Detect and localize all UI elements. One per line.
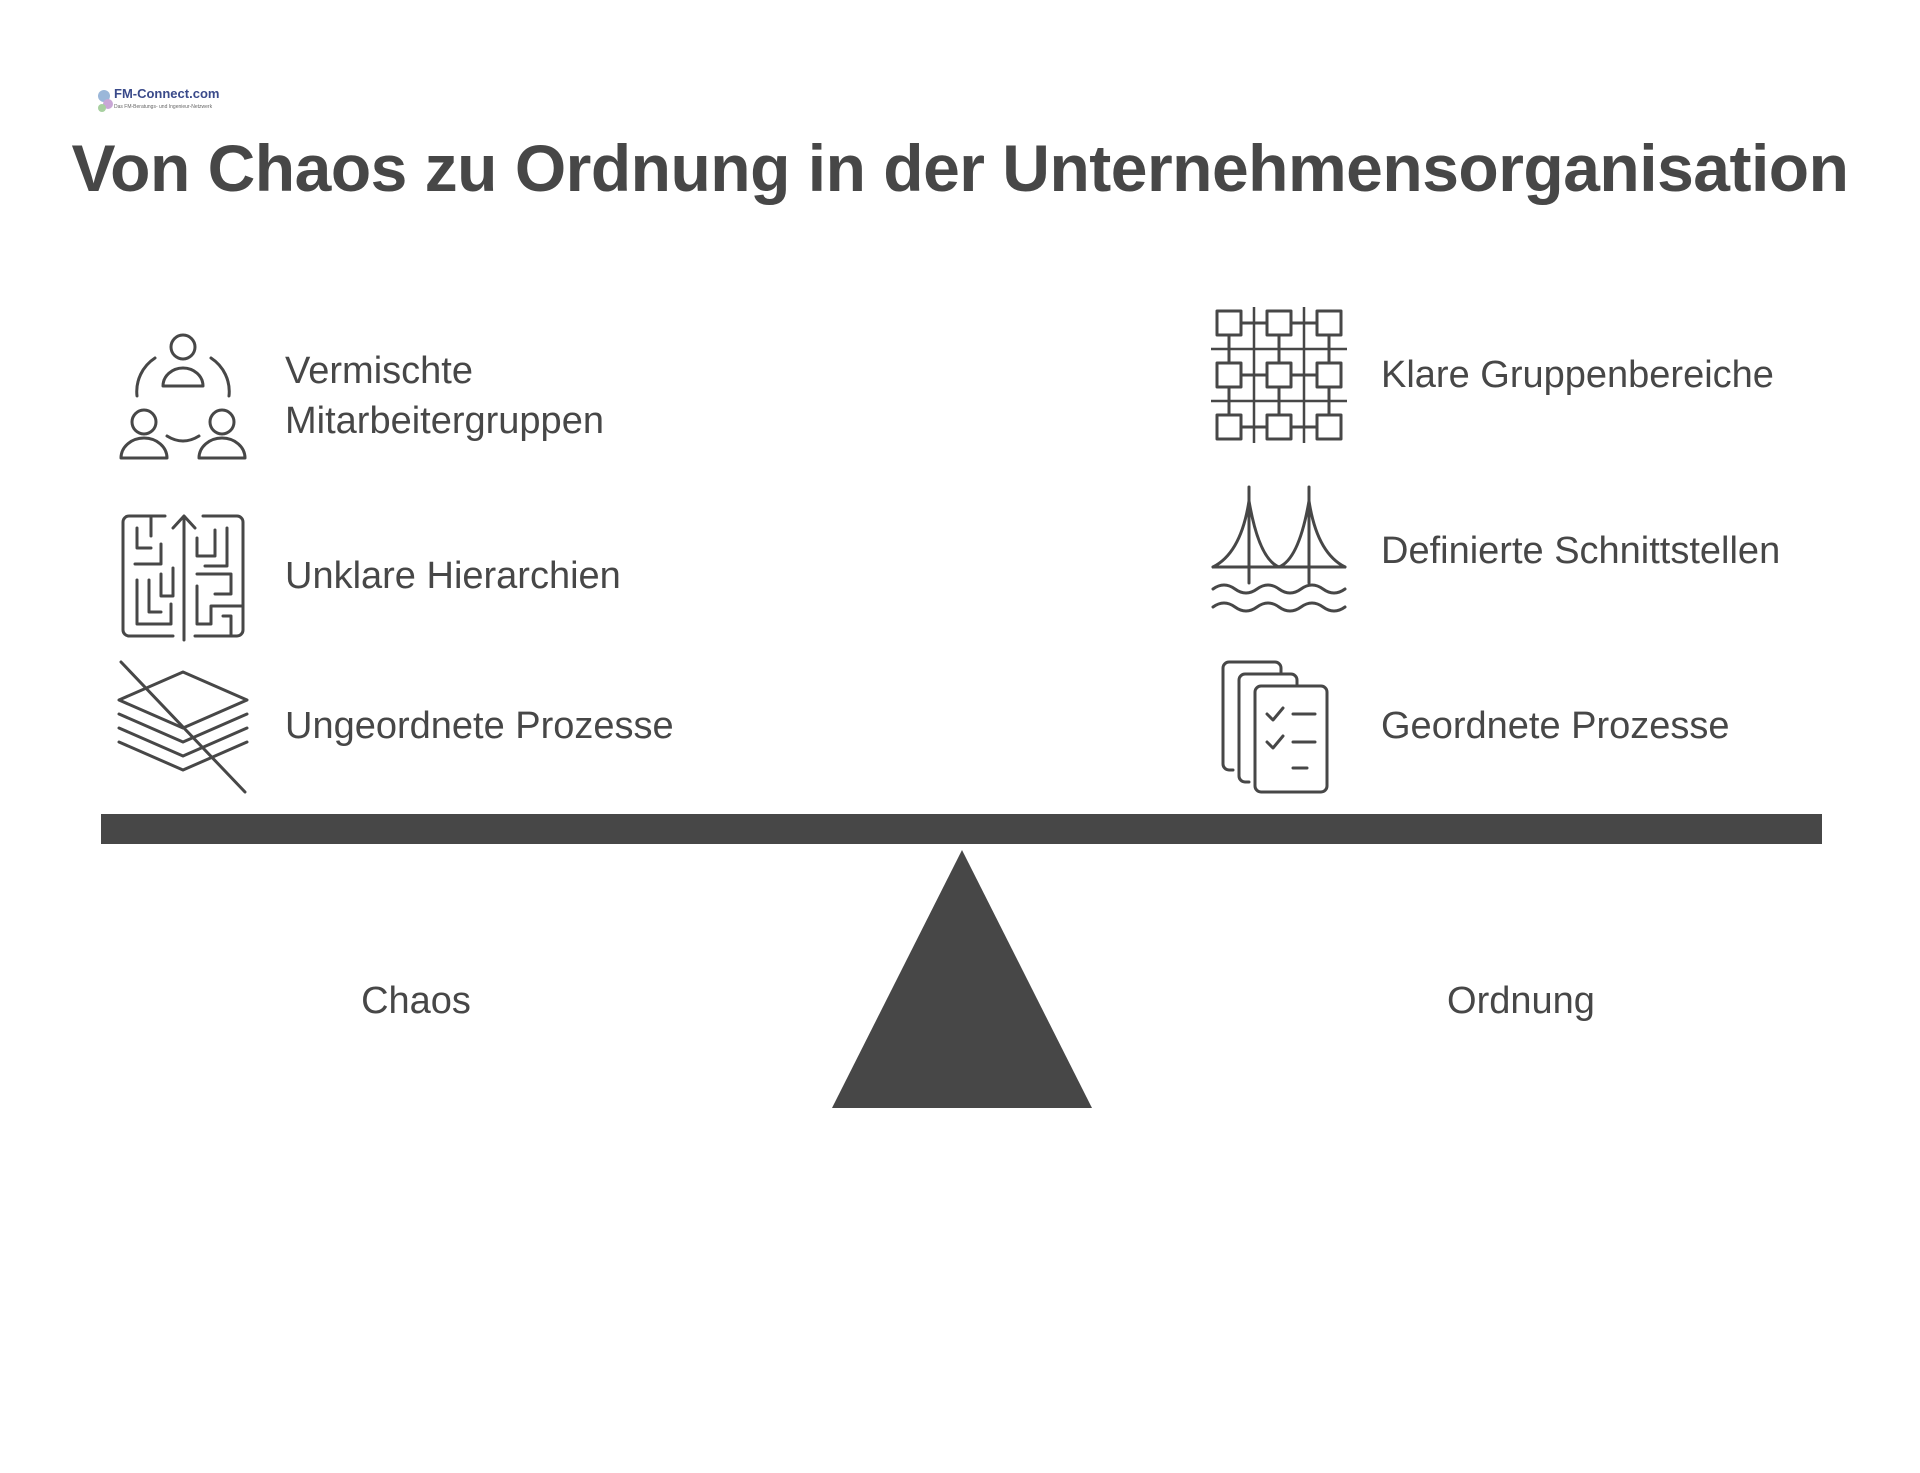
grid-icon [1211,307,1347,443]
people-group-icon [115,328,251,464]
right-item-defined-interfaces: Definierte Schnittstellen [1211,483,1821,619]
logo-tagline: Das FM-Beratungs- und Ingenieur-Netzwerk [114,104,213,110]
right-item-label: Geordnete Prozesse [1381,705,1730,747]
left-item-unordered-processes: Ungeordnete Prozesse [115,658,725,794]
logo-splash-icon [98,90,113,112]
left-item-unclear-hierarchies: Unklare Hierarchien [115,508,725,644]
left-item-label: Unklare Hierarchien [285,555,621,597]
page-title: Von Chaos zu Ordnung in der Unternehmens… [71,131,1849,205]
right-item-ordered-processes: Geordnete Prozesse [1211,658,1821,794]
left-item-mixed-groups: Vermischte Mitarbeitergruppen [115,328,725,464]
right-item-clear-groups: Klare Gruppenbereiche [1211,307,1821,443]
left-item-label: Vermischte Mitarbeitergruppen [285,350,604,442]
maze-icon [115,508,251,644]
right-item-label: Klare Gruppenbereiche [1381,354,1774,396]
logo-text: FM-Connect.com [114,86,220,101]
logo: FM-Connect.com Das FM-Beratungs- und Ing… [96,82,219,122]
order-label: Ordnung [1447,980,1595,1022]
crossed-layers-icon [115,658,251,794]
chaos-label: Chaos [361,980,471,1022]
right-item-label: Definierte Schnittstellen [1381,530,1781,572]
balance-beam [101,814,1822,844]
left-item-label: Ungeordnete Prozesse [285,705,674,747]
bridge-icon [1211,483,1347,619]
fulcrum-triangle [832,850,1092,1108]
checklist-documents-icon [1211,658,1347,794]
